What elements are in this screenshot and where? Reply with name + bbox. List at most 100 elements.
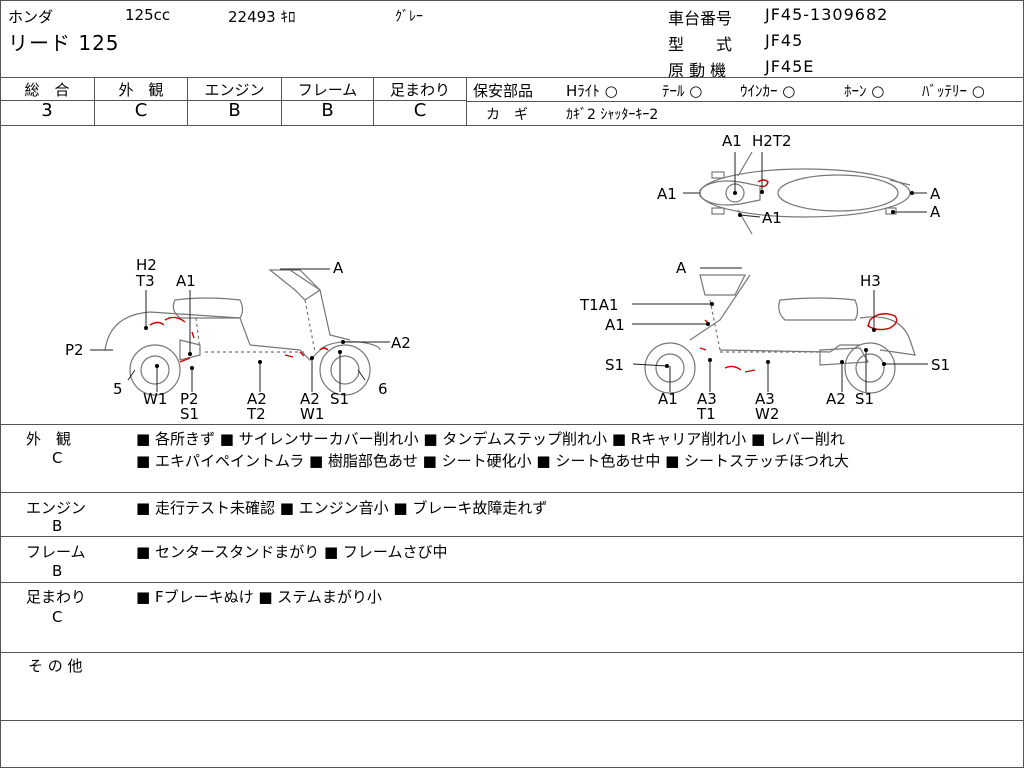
label-right-a3-bottom: A3 bbox=[755, 390, 775, 408]
safety-item-name: Hﾗｲﾄ bbox=[566, 82, 600, 100]
score-engine: B bbox=[228, 100, 241, 121]
safety-item-name: ｳｲﾝｶｰ bbox=[740, 82, 778, 100]
damage-diagram bbox=[90, 151, 928, 396]
label-right-s1-left: S1 bbox=[605, 356, 625, 374]
label-left-s1: S1 bbox=[180, 405, 200, 423]
safety-item-mark: ○ bbox=[871, 82, 885, 100]
label-right-a1: A1 bbox=[605, 316, 625, 334]
label-right-w2: W2 bbox=[755, 405, 780, 423]
label-left-a2-bottom: A2 bbox=[247, 390, 267, 408]
label-top-a-right2: A bbox=[930, 203, 941, 221]
maker: ホンダ bbox=[8, 8, 54, 26]
top-view-leaders bbox=[683, 152, 927, 218]
top-view-scooter bbox=[699, 151, 911, 235]
label-left-t2: T2 bbox=[247, 405, 266, 423]
right-side-scooter bbox=[644, 274, 916, 394]
label-top-a1-left: A1 bbox=[657, 185, 677, 203]
safety-item-mark: ○ bbox=[689, 82, 703, 100]
type-label: 型 式 bbox=[668, 35, 733, 54]
label-right-s1-right: S1 bbox=[931, 356, 951, 374]
key-label: カ ギ bbox=[486, 107, 528, 123]
key-value: ｶｷﾞ2 ｼｬｯﾀｰｷｰ2 bbox=[566, 107, 659, 123]
engine-value: JF45E bbox=[765, 57, 815, 76]
label-left-h2: H2 bbox=[136, 256, 157, 274]
section-grade-frame: B bbox=[52, 562, 63, 580]
section-title-engine: エンジン bbox=[26, 499, 87, 517]
label-right-t1: T1 bbox=[697, 405, 716, 423]
safety-item-tail: ﾃｰﾙ ○ bbox=[662, 80, 702, 101]
label-top-a1-bottom: A1 bbox=[762, 209, 782, 227]
divider bbox=[0, 536, 1024, 537]
frame-no-label: 車台番号 bbox=[668, 9, 733, 28]
safety-item-mark: ○ bbox=[782, 82, 796, 100]
left-side-leaders bbox=[90, 268, 390, 392]
safety-item-winker: ｳｲﾝｶｰ ○ bbox=[740, 80, 795, 101]
label-left-w1: W1 bbox=[143, 390, 168, 408]
safety-item-battery: ﾊﾞｯﾃﾘｰ ○ bbox=[922, 80, 985, 101]
safety-item-name: ﾊﾞｯﾃﾘｰ bbox=[922, 82, 968, 100]
frame-no: JF45-1309682 bbox=[765, 5, 889, 24]
mileage: 22493 ｷﾛ bbox=[228, 8, 296, 26]
label-right-a3: A3 bbox=[697, 390, 717, 408]
divider bbox=[466, 101, 1022, 102]
right-side-leaders bbox=[632, 267, 928, 392]
score-overall: 3 bbox=[41, 100, 53, 121]
label-top-h2t2: H2T2 bbox=[752, 132, 792, 150]
score-header-overall: 総 合 bbox=[24, 81, 70, 99]
safety-item-name: ﾎｰﾝ bbox=[844, 82, 867, 100]
divider bbox=[466, 77, 467, 125]
score-header-exterior: 外 観 bbox=[118, 81, 164, 99]
label-left-t3: T3 bbox=[136, 272, 155, 290]
section-line: ■ センタースタンドまがり ■ フレームさび中 bbox=[136, 543, 448, 561]
section-title-other: そ の 他 bbox=[28, 657, 83, 675]
type-value: JF45 bbox=[765, 31, 804, 50]
safety-item-mark: ○ bbox=[604, 82, 618, 100]
label-left-w1-bottom: W1 bbox=[300, 405, 325, 423]
safety-item-headlight: Hﾗｲﾄ ○ bbox=[566, 80, 618, 101]
divider bbox=[0, 582, 1024, 583]
section-grade-engine: B bbox=[52, 517, 63, 535]
label-left-s1-bottom: S1 bbox=[330, 390, 350, 408]
score-suspension: C bbox=[413, 100, 427, 121]
label-left-a: A bbox=[333, 259, 344, 277]
top-view-damage bbox=[757, 179, 769, 188]
label-top-a1: A1 bbox=[722, 132, 742, 150]
label-right-h3: H3 bbox=[860, 272, 881, 290]
safety-item-name: ﾃｰﾙ bbox=[662, 82, 685, 100]
engine-label: 原 動 機 bbox=[668, 61, 727, 80]
label-right-a: A bbox=[676, 259, 687, 277]
divider bbox=[0, 424, 1024, 425]
model-name: リード 125 bbox=[8, 31, 120, 55]
score-frame: B bbox=[321, 100, 334, 121]
label-left-5: 5 bbox=[113, 380, 123, 398]
label-right-a1-bottom: A1 bbox=[658, 390, 678, 408]
divider bbox=[0, 492, 1024, 493]
divider bbox=[373, 77, 374, 125]
color: ｸﾞﾚｰ bbox=[395, 9, 423, 25]
left-side-damage bbox=[149, 316, 329, 363]
divider bbox=[0, 77, 1024, 78]
score-header-frame: フレーム bbox=[297, 81, 358, 99]
label-right-a2: A2 bbox=[826, 390, 846, 408]
divider bbox=[187, 77, 188, 125]
section-line: ■ 各所きず ■ サイレンサーカバー削れ小 ■ タンデムステップ削れ小 ■ Rキ… bbox=[136, 430, 845, 448]
section-line: ■ 走行テスト未確認 ■ エンジン音小 ■ ブレーキ故障走れず bbox=[136, 499, 548, 517]
section-title-suspension: 足まわり bbox=[26, 588, 87, 606]
score-header-suspension: 足まわり bbox=[389, 81, 450, 99]
divider bbox=[94, 77, 95, 125]
section-grade-exterior: C bbox=[52, 449, 63, 467]
label-top-a-right: A bbox=[930, 185, 941, 203]
label-left-p2: P2 bbox=[65, 341, 84, 359]
label-left-a1: A1 bbox=[176, 272, 196, 290]
divider bbox=[0, 652, 1024, 653]
displacement: 125cc bbox=[125, 6, 171, 24]
section-line: ■ エキパイペイントムラ ■ 樹脂部色あせ ■ シート硬化小 ■ シート色あせ中… bbox=[136, 452, 850, 470]
divider bbox=[0, 100, 466, 101]
label-right-t1a1: T1A1 bbox=[580, 296, 619, 314]
safety-item-horn: ﾎｰﾝ ○ bbox=[844, 80, 884, 101]
divider bbox=[0, 125, 1024, 126]
safety-item-mark: ○ bbox=[971, 82, 985, 100]
section-line: ■ Fブレーキぬけ ■ ステムまがり小 bbox=[136, 588, 382, 606]
section-title-exterior: 外 観 bbox=[26, 430, 72, 448]
label-right-s1-bottom: S1 bbox=[855, 390, 875, 408]
